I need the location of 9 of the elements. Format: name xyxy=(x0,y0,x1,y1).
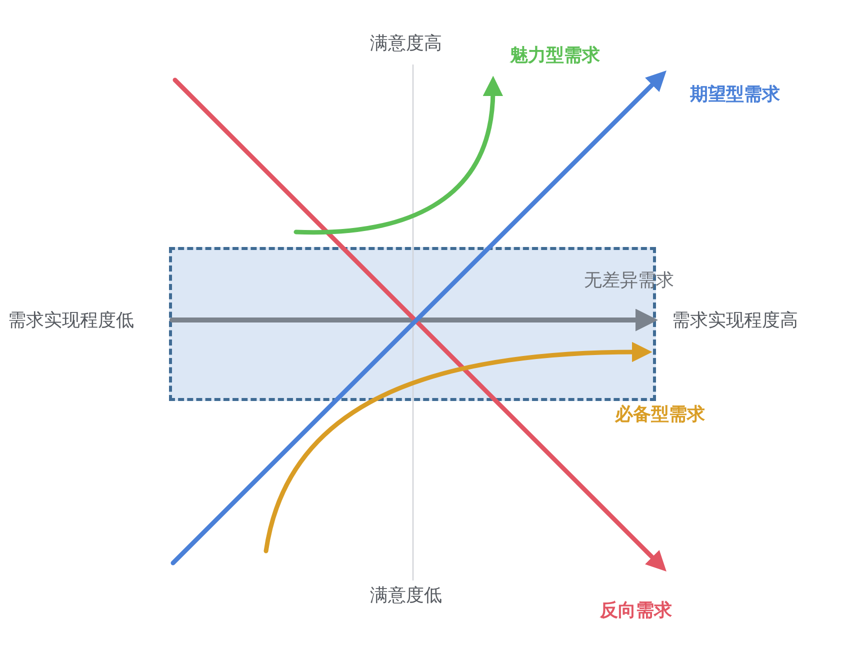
curve-label: 反向需求 xyxy=(600,600,672,622)
region-label: 无差异需求 xyxy=(584,270,674,292)
curve-label: 魅力型需求 xyxy=(510,45,600,67)
curve-label: 期望型需求 xyxy=(690,84,780,106)
axis-label: 需求实现程度低 xyxy=(8,310,134,332)
axis-label: 满意度低 xyxy=(370,585,442,607)
axis-label: 满意度高 xyxy=(370,33,442,55)
curve-label: 必备型需求 xyxy=(615,404,705,426)
axis-label: 需求实现程度高 xyxy=(672,310,798,332)
